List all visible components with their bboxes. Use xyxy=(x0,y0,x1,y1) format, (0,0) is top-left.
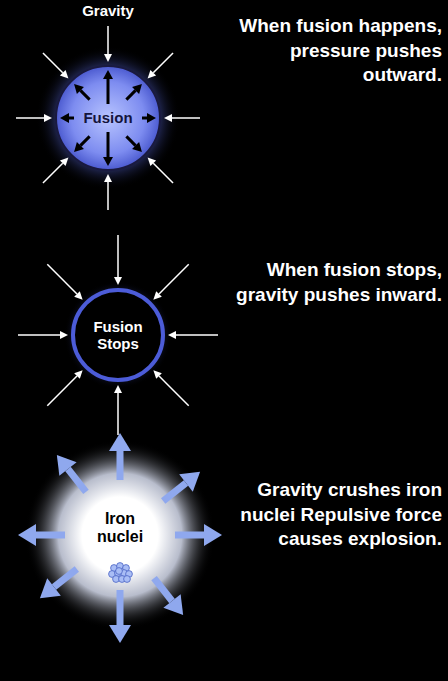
arrow-head xyxy=(74,84,84,94)
arrow-shaft xyxy=(117,235,119,277)
arrow-shaft xyxy=(159,264,189,294)
force-label: Gravity xyxy=(78,1,138,21)
arrow-shaft xyxy=(163,483,186,501)
node-text: Iron nuclei xyxy=(89,510,151,547)
arrow-head xyxy=(60,70,68,78)
arrow-shaft xyxy=(126,90,135,99)
caption-text: When fusion stops, gravity pushes inward… xyxy=(222,258,442,307)
arrow-shaft xyxy=(117,451,124,480)
arrow-shaft xyxy=(176,334,218,336)
arrow-head xyxy=(132,142,142,152)
node-text: Fusion xyxy=(77,109,139,126)
glow xyxy=(64,281,172,389)
star-shell xyxy=(73,290,163,380)
arrow-head xyxy=(44,114,52,122)
arrow-head xyxy=(104,174,112,182)
caption-text: Gravity crushes iron nuclei Repulsive fo… xyxy=(228,478,442,552)
arrow-shaft xyxy=(107,79,110,104)
arrow-shaft xyxy=(18,334,60,336)
arrow-head xyxy=(163,594,183,615)
arrow-head xyxy=(74,370,82,378)
arrow-head xyxy=(132,84,142,94)
fusion-stops-shell: Fusion Stops xyxy=(82,316,154,355)
arrow-head xyxy=(164,114,172,122)
arrow-shaft xyxy=(36,532,65,539)
arrow-head xyxy=(57,455,77,476)
arrow-head xyxy=(114,277,122,285)
arrow-shaft xyxy=(117,393,119,435)
arrow-shaft xyxy=(107,26,109,54)
arrow-shaft xyxy=(159,376,189,406)
arrow-head xyxy=(74,142,84,152)
explosion-glow xyxy=(25,440,215,630)
arrow-head xyxy=(109,625,131,643)
arrow-shaft xyxy=(69,117,74,120)
arrow-shaft xyxy=(142,117,147,120)
arrow-head xyxy=(148,158,156,166)
arrow-shaft xyxy=(107,132,110,157)
iron-nuclei-cluster xyxy=(109,563,133,583)
arrow-shaft xyxy=(80,90,89,99)
arrow-head xyxy=(60,158,68,166)
arrow-head xyxy=(74,291,82,299)
arrow-head xyxy=(179,472,200,492)
glow xyxy=(36,46,180,190)
nucleon xyxy=(124,576,131,583)
arrow-shaft xyxy=(172,117,200,119)
arrow-shaft xyxy=(153,53,173,73)
arrow-shaft xyxy=(47,264,77,294)
iron-nuclei-burst: Iron nuclei xyxy=(85,508,155,549)
arrow-head xyxy=(204,524,222,546)
arrow-shaft xyxy=(126,136,135,145)
arrow-shaft xyxy=(153,163,173,183)
arrow-head xyxy=(18,524,36,546)
arrow-shaft xyxy=(107,182,109,210)
arrow-shaft xyxy=(54,569,77,587)
arrow-head xyxy=(153,291,161,299)
nucleon xyxy=(116,568,123,575)
arrow-shaft xyxy=(43,163,63,183)
arrow-head xyxy=(109,433,131,451)
arrow-head xyxy=(60,331,68,339)
caption-text: When fusion happens, pressure pushes out… xyxy=(232,14,442,88)
arrow-shaft xyxy=(68,469,86,492)
fusion-core: Fusion xyxy=(73,107,143,128)
arrow-head xyxy=(40,578,61,598)
arrow-shaft xyxy=(47,376,77,406)
arrow-head xyxy=(147,113,156,123)
arrow-head xyxy=(114,385,122,393)
arrow-shaft xyxy=(16,117,44,119)
star-core xyxy=(56,66,160,170)
arrow-shaft xyxy=(43,53,63,73)
arrow-head xyxy=(148,70,156,78)
force-arrows xyxy=(16,26,222,643)
arrow-head xyxy=(103,70,113,79)
arrow-shaft xyxy=(154,578,172,601)
arrow-shaft xyxy=(80,136,89,145)
arrow-head xyxy=(60,113,69,123)
arrow-head xyxy=(168,331,176,339)
arrow-head xyxy=(104,54,112,62)
node-text: Fusion Stops xyxy=(86,318,150,353)
arrow-head xyxy=(153,370,161,378)
arrow-shaft xyxy=(117,590,124,625)
arrow-head xyxy=(103,157,113,166)
arrow-shaft xyxy=(175,532,204,539)
